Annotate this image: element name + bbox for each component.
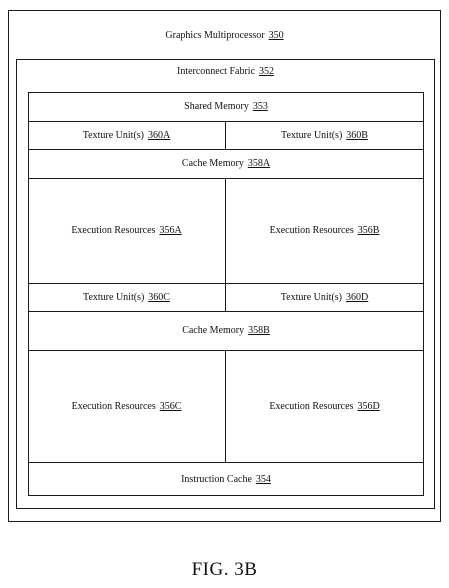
texture-unit-b-cell: Texture Unit(s)360B <box>225 121 424 149</box>
execution-resources-b-ref: 356B <box>357 225 380 236</box>
texture-unit-d-cell: Texture Unit(s) 360D <box>225 283 424 311</box>
graphics-multiprocessor-text: Graphics Multiprocessor <box>165 30 265 41</box>
separator-texture-cd <box>28 311 424 312</box>
execution-resources-d-label: Execution Resources <box>269 400 354 412</box>
cache-memory-a-ref: 358A <box>247 158 271 169</box>
texture-unit-a-label: Texture Unit(s) <box>82 129 144 141</box>
separator-cache-b <box>28 350 424 351</box>
divider-exec-ab <box>225 178 226 311</box>
execution-resources-c-ref: 356C <box>159 400 182 412</box>
texture-unit-d-label: Texture Unit(s) <box>280 291 342 303</box>
texture-unit-a-ref: 360A <box>148 129 171 141</box>
execution-resources-a-ref: 356A <box>159 225 182 236</box>
instruction-cache-ref: 354 <box>255 473 271 485</box>
texture-unit-a-cell: Texture Unit(s) 360A <box>28 121 225 149</box>
cache-memory-b-label: Cache Memory <box>182 325 245 336</box>
execution-resources-c-label: Execution Resources <box>71 400 156 412</box>
separator-exec-cd <box>28 462 424 463</box>
graphics-multiprocessor-ref: 350 <box>268 30 284 41</box>
shared-memory-ref: 353 <box>252 101 268 112</box>
texture-unit-b-ref: 360B <box>346 129 368 141</box>
texture-unit-c-cell: Texture Unit(s)360C <box>28 283 225 311</box>
separator-shared-memory <box>28 121 424 122</box>
texture-unit-b-label: Texture Unit(s) <box>281 129 343 141</box>
inner-grid-box <box>28 92 424 496</box>
divider-texture-ab <box>225 121 226 149</box>
separator-cache-a <box>28 178 424 179</box>
figure-caption: FIG. 3B <box>191 559 258 580</box>
shared-memory-label: Shared Memory <box>184 101 249 112</box>
execution-resources-a-label: Execution Resources <box>71 225 156 236</box>
interconnect-fabric-ref: 352 <box>259 66 275 77</box>
texture-unit-d-ref: 360D <box>346 291 369 303</box>
separator-exec-ab <box>28 283 424 284</box>
divider-exec-cd <box>225 350 226 462</box>
cache-memory-a-label: Cache Memory <box>181 158 244 169</box>
execution-resources-d-ref: 356D <box>357 400 380 412</box>
texture-unit-c-label: Texture Unit(s) <box>83 291 145 303</box>
execution-resources-b-label: Execution Resources <box>269 225 354 236</box>
interconnect-fabric-text: Interconnect Fabric <box>176 66 256 77</box>
texture-unit-c-ref: 360C <box>148 291 170 303</box>
separator-texture-ab <box>28 149 424 150</box>
cache-memory-b-ref: 358B <box>248 325 270 336</box>
instruction-cache-label: Instruction Cache <box>181 473 252 485</box>
